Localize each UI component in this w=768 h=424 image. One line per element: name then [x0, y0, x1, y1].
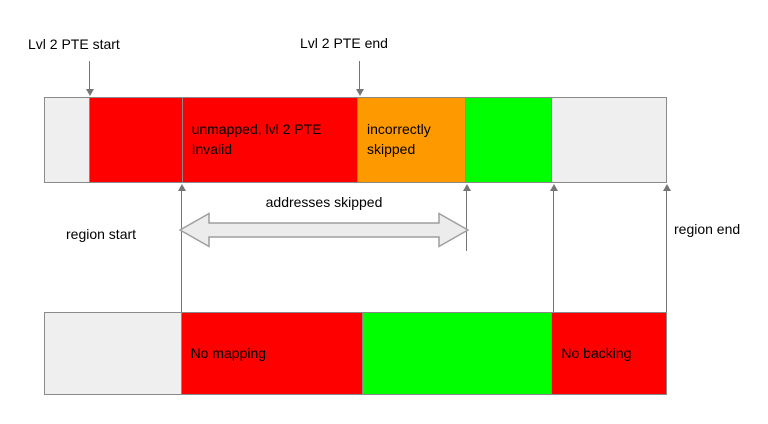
green-boundary-connector-line: [553, 190, 554, 312]
addresses-skipped-double-arrow-icon: [179, 212, 469, 248]
region-bar: No mapping No backing: [44, 312, 667, 395]
addresses-skipped-label: addresses skipped: [265, 194, 383, 210]
region-start-up-arrow-icon: [177, 184, 186, 191]
region-end-connector-line: [666, 190, 667, 312]
green-boundary-up-arrow-icon: [549, 184, 558, 191]
pte-range-bar: unmapped, lvl 2 PTE Invalid incorrectly …: [44, 97, 667, 183]
region-bar-segment-green: [362, 313, 553, 394]
pte-bar-segment-outside-left: [45, 98, 90, 182]
lvl2-pte-start-arrow-line: [89, 61, 90, 91]
pte-bar-segment-outside-right: [552, 98, 666, 182]
region-bar-segment-outside-left: [45, 313, 182, 394]
region-bar-segment-no-backing: No backing: [552, 313, 666, 394]
pte-bar-segment-red-before-region: [89, 98, 183, 182]
skip-end-up-arrow-icon: [462, 184, 471, 191]
region-end-label: region end: [674, 221, 741, 237]
pte-bar-segment-incorrectly-skipped: incorrectly skipped: [358, 98, 466, 182]
pte-bar-segment-unmapped: unmapped, lvl 2 PTE Invalid: [182, 98, 358, 182]
incorrectly-skipped-label: incorrectly skipped: [367, 121, 431, 157]
lvl2-pte-start-label: Lvl 2 PTE start: [28, 36, 120, 52]
unmapped-label: unmapped, lvl 2 PTE Invalid: [191, 121, 322, 157]
no-mapping-label: No mapping: [190, 344, 267, 361]
lvl2-pte-end-arrow-line: [359, 61, 360, 91]
region-bar-segment-no-mapping: No mapping: [181, 313, 363, 394]
skip-end-connector-line: [466, 190, 467, 251]
lvl2-pte-start-down-arrow-icon: [85, 89, 94, 96]
region-start-connector-line: [181, 190, 182, 312]
pte-bar-segment-green: [465, 98, 553, 182]
region-end-up-arrow-icon: [662, 184, 671, 191]
lvl2-pte-end-down-arrow-icon: [355, 89, 364, 96]
lvl2-pte-end-label: Lvl 2 PTE end: [300, 35, 388, 51]
no-backing-label: No backing: [561, 344, 632, 361]
region-start-label: region start: [66, 226, 137, 242]
